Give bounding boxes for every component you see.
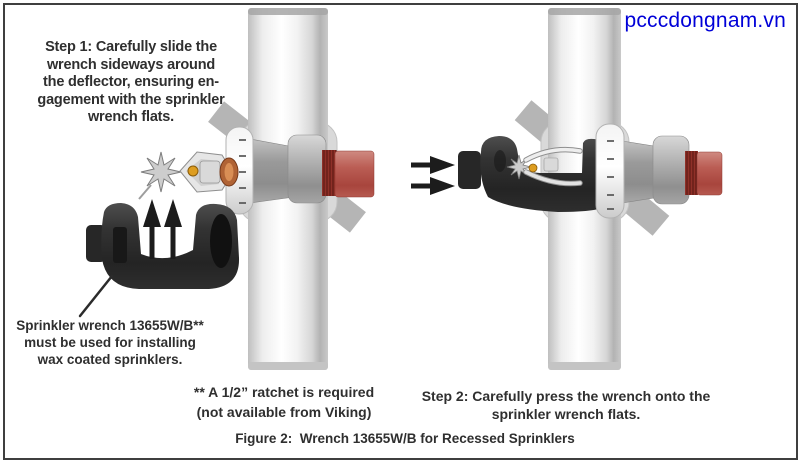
step1-line: wrench sideways around (46, 56, 216, 73)
escutcheon-collar (595, 123, 625, 219)
ratchet-footnote-line: (not available from Viking) (196, 403, 372, 420)
step1-line: wrench flats. (87, 109, 175, 125)
wrench-callout-label: Sprinkler wrench 13655W/B** must be used… (10, 317, 210, 368)
wrench-label-line: wax coated sprinklers. (37, 352, 183, 367)
watermark-text: pcccdongnam.vn (624, 9, 786, 32)
left-illustration (78, 8, 375, 370)
sprinkler-head (506, 146, 583, 187)
sprinkler-bulb (528, 163, 538, 173)
wrench-label-line: must be used for installing (24, 335, 196, 350)
pip-cap (199, 160, 221, 184)
sprinkler-frame-arm-lower (524, 170, 582, 186)
step1-line: Step 1: Carefully slide the (45, 39, 217, 55)
sprinkler-head (138, 151, 239, 200)
step2-line: sprinkler wrench flats. (491, 405, 641, 422)
sprinkler-wrench (86, 203, 240, 289)
union-fitting (249, 138, 295, 204)
up-arrow-icon (143, 199, 161, 259)
deflector-pin (138, 184, 152, 200)
leader-line (78, 274, 114, 318)
step2-line: Step 2: Carefully press the wrench onto … (421, 388, 711, 404)
wrench-slot (494, 150, 506, 172)
right-arrow-icon (411, 177, 455, 195)
pipe-bottom-cap (548, 362, 621, 370)
pipe-threads (685, 151, 698, 195)
sprinkler-bulb (187, 165, 199, 177)
ratchet-footnote: ** A 1/2” ratchet is required (not avail… (186, 383, 382, 422)
ratchet-footnote-line: ** A 1/2” ratchet is required (193, 384, 375, 400)
pipe-threads (322, 150, 337, 196)
step2-instruction: Step 2: Carefully press the wrench onto … (418, 388, 714, 423)
pipe-top-cap (248, 8, 328, 15)
wrench-label-line: Sprinkler wrench 13655W/B** (16, 318, 204, 333)
wrench-body (101, 203, 240, 289)
pipe-bottom-cap (248, 362, 328, 370)
wrench-slot (113, 227, 127, 263)
red-supply-pipe (334, 150, 375, 198)
right-arrow-icon (411, 156, 455, 174)
press-direction-arrows (411, 156, 455, 195)
red-supply-pipe (696, 151, 723, 196)
hex-coupling (287, 134, 327, 204)
hex-coupling (652, 135, 690, 205)
wrench-socket-boss (458, 151, 481, 189)
wrench-body (480, 136, 604, 212)
sprinkler-wrench (458, 136, 604, 212)
step1-instruction: Step 1: Carefully slide the wrench sidew… (25, 39, 237, 127)
pipe-top-cap (548, 8, 621, 15)
sprinkler-deflector-icon (140, 151, 182, 193)
up-arrow-icon (164, 199, 182, 259)
figure-caption: Figure 2: Wrench 13655W/B for Recessed S… (235, 431, 575, 446)
sprinkler-frame-arm-upper (524, 147, 582, 162)
step1-line: gagement with the sprinkler (37, 91, 225, 108)
pip-cap (543, 157, 559, 172)
slide-direction-arrows (143, 199, 182, 259)
right-illustration (411, 8, 723, 370)
wrench-opening (210, 214, 232, 268)
step1-line: the deflector, ensuring en- (43, 74, 219, 90)
seal-ring-center (224, 163, 234, 181)
wrench-socket-boss (86, 225, 106, 262)
